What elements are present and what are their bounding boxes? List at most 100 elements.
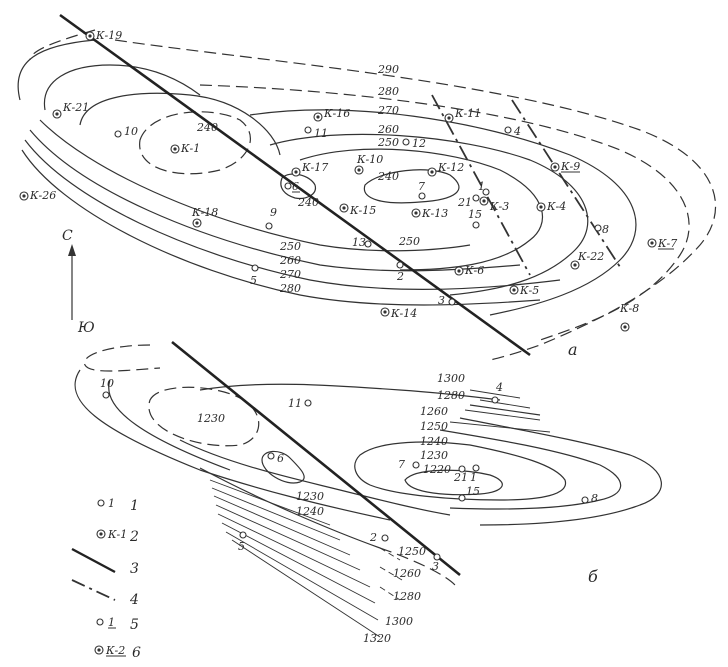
well-simple: 10 [100, 377, 114, 399]
contour-south-250 [39, 119, 471, 252]
compass-arrow: С Ю [62, 228, 95, 336]
contour-270b [249, 109, 637, 316]
well-underlined: 6 [284, 180, 300, 193]
svg-text:4: 4 [129, 592, 139, 608]
svg-text:1: 1 [108, 616, 115, 629]
panel-b-letter: б [588, 567, 598, 586]
svg-text:3: 3 [432, 560, 439, 573]
svg-text:7: 7 [398, 458, 405, 471]
contour-label: 1300 [385, 615, 413, 628]
svg-text:К-6: К-6 [464, 264, 484, 277]
well-marked: К-18 [191, 206, 218, 228]
contour-label: 1240 [296, 505, 324, 518]
main-fault-a [59, 13, 531, 357]
well-marked: К-1 [170, 142, 200, 155]
contour-label: 270 [279, 268, 301, 281]
contour-label: 250 [279, 240, 301, 253]
well-marked: К-14 [380, 307, 417, 320]
well-simple: 13 [352, 236, 372, 249]
contour-label: 1280 [437, 389, 465, 402]
legend-item-3: 3 [71, 547, 139, 577]
svg-text:5: 5 [250, 274, 257, 287]
well-marked: К-4 [536, 200, 566, 213]
panel-b-contour-labels: 1230 1300 1280 1260 1250 1240 1230 1220 … [197, 372, 465, 645]
well-simple: 12 [402, 137, 426, 150]
well-simple: 15 [458, 485, 480, 502]
svg-text:К-1: К-1 [180, 142, 200, 155]
well-marked-underlined: К-9 [550, 160, 580, 173]
contour-label: 270 [377, 104, 399, 117]
svg-text:1: 1 [478, 180, 485, 193]
svg-text:К-5: К-5 [519, 284, 539, 297]
contour-b-1240-west [74, 369, 391, 521]
well-marked: К-11 [444, 107, 481, 123]
well-marked: К-12 [427, 161, 464, 177]
svg-text:15: 15 [466, 485, 480, 498]
svg-text:10: 10 [100, 377, 114, 390]
well-marked: К-10 [354, 153, 383, 175]
contour-b-1260 [469, 404, 541, 416]
steep-slope-hatch [209, 479, 403, 638]
panel-b-wells: 10 11 4 6 7 21 1 15 8 2 3 5 [100, 377, 598, 573]
well-simple: 15 [468, 208, 482, 229]
well-marked: К-16 [313, 107, 350, 122]
svg-text:21: 21 [457, 196, 472, 209]
svg-text:1: 1 [130, 498, 139, 514]
svg-text:К-17: К-17 [301, 161, 328, 174]
contour-label: 260 [279, 254, 301, 267]
contour-250-west [79, 92, 281, 156]
contour-label: 260 [377, 123, 399, 136]
well-simple: 8 [581, 492, 598, 505]
well-simple: 11 [288, 397, 312, 410]
contour-label: 1300 [437, 372, 465, 385]
contour-label: 1260 [393, 567, 421, 580]
svg-text:3: 3 [438, 294, 445, 307]
svg-text:6: 6 [132, 645, 141, 661]
well-simple: 21 [457, 194, 480, 209]
panel-a [17, 13, 717, 361]
contour-290-outer [114, 39, 717, 361]
contour-label: 280 [377, 85, 399, 98]
svg-text:21: 21 [453, 471, 468, 484]
contour-b-6 [261, 450, 305, 484]
well-simple: 7 [418, 180, 426, 200]
legend-item-2: К-1 2 [96, 528, 139, 545]
well-simple: 9 [265, 206, 277, 230]
svg-text:5: 5 [238, 540, 245, 553]
svg-text:1: 1 [470, 471, 477, 484]
svg-text:К-22: К-22 [577, 250, 604, 263]
secondary-fault-2 [511, 99, 623, 271]
contour-b-outer [83, 344, 161, 372]
contour-label: 1230 [197, 412, 225, 425]
compass-south: Ю [77, 320, 95, 336]
contour-label: 1280 [393, 590, 421, 603]
well-simple: 5 [238, 531, 247, 553]
well-simple: 11 [304, 126, 328, 140]
svg-text:11: 11 [314, 127, 328, 140]
contour-b-south-1 [199, 467, 381, 549]
svg-text:К-26: К-26 [29, 189, 56, 202]
well-simple: 1 [470, 464, 480, 484]
contour-240-west [139, 111, 251, 175]
well-marked: К-21 [52, 101, 89, 119]
well-marked: К-6 [454, 264, 484, 277]
contour-b-1240 [439, 429, 622, 510]
legend-item-1: 1 1 [97, 497, 139, 514]
svg-text:10: 10 [124, 125, 138, 138]
svg-text:4: 4 [495, 381, 503, 394]
well-marked: К-26 [19, 189, 56, 202]
well-simple: 4 [491, 381, 503, 404]
svg-text:2: 2 [129, 529, 139, 545]
contour-b-south-2 [379, 547, 456, 586]
svg-text:К-4: К-4 [546, 200, 566, 213]
well-simple: 8 [594, 223, 609, 236]
legend-item-4: 4 [71, 579, 139, 608]
contour-label: 240 [196, 121, 218, 134]
contour-label: 1260 [420, 405, 448, 418]
well-simple: 3 [438, 294, 456, 307]
svg-text:8: 8 [602, 223, 609, 236]
well-marked: К-5 [509, 284, 539, 297]
well-simple: 7 [398, 458, 420, 471]
well-marked: К-15 [339, 203, 376, 217]
